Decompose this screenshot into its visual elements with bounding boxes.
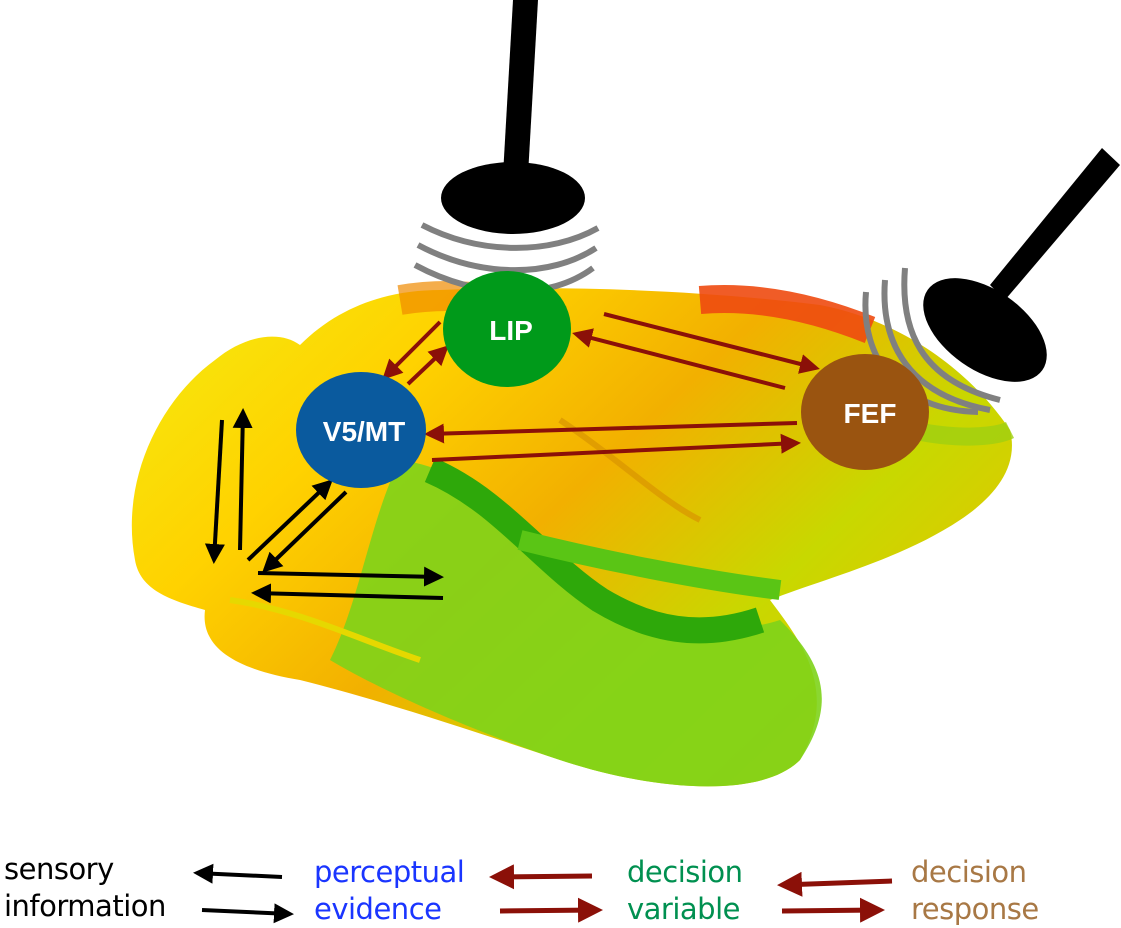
node-fef-label: FEF (844, 398, 897, 429)
legend-decision-variable: decision variable (627, 854, 743, 928)
legend-decision-response: decision response (911, 854, 1039, 928)
node-lip-label: LIP (489, 315, 533, 346)
node-fef: FEF (801, 354, 929, 470)
legend-text: decision (627, 855, 743, 889)
legend-arrows (193, 863, 893, 924)
node-v5mt-label: V5/MT (323, 416, 405, 447)
cortical-arrows (382, 312, 820, 462)
node-lip: LIP (443, 271, 571, 387)
legend-text: evidence (314, 892, 442, 926)
legend-sensory-information: sensory information (4, 851, 166, 925)
legend-text: response (911, 892, 1039, 926)
legend-text: variable (627, 892, 740, 926)
sensory-arrows (204, 408, 444, 604)
electrode-lip (413, 0, 600, 295)
legend-text: information (4, 889, 166, 923)
node-v5mt: V5/MT (296, 372, 426, 488)
legend-perceptual-evidence: perceptual evidence (314, 854, 465, 928)
legend-text: sensory (4, 852, 114, 886)
legend-text: perceptual (314, 855, 465, 889)
legend-text: decision (911, 855, 1027, 889)
